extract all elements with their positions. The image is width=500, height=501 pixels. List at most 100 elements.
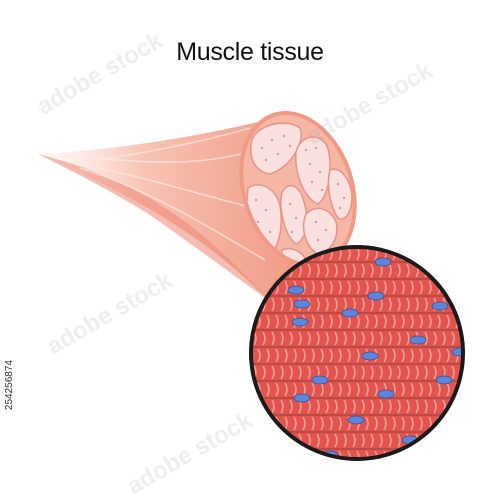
fiber-streaks xyxy=(59,127,266,261)
striation xyxy=(406,263,410,278)
striation xyxy=(383,280,387,295)
striation xyxy=(465,417,467,430)
striation xyxy=(253,297,257,312)
striation xyxy=(280,433,284,448)
striation xyxy=(289,331,293,346)
striation xyxy=(334,433,338,448)
nucleus xyxy=(409,335,427,345)
fascicle xyxy=(302,207,338,255)
striation xyxy=(388,331,392,346)
striation xyxy=(474,451,476,464)
striation xyxy=(365,314,369,329)
striation xyxy=(302,348,306,363)
striation xyxy=(338,314,342,329)
striation xyxy=(271,365,275,380)
striation xyxy=(424,331,428,346)
striation xyxy=(326,468,328,481)
striation xyxy=(356,280,360,295)
striation xyxy=(289,365,293,380)
striation xyxy=(334,399,338,414)
striation xyxy=(299,468,301,481)
striation xyxy=(474,417,476,430)
striation xyxy=(415,365,419,380)
striation xyxy=(329,348,333,363)
striation xyxy=(266,314,270,329)
striation xyxy=(406,331,410,346)
striation xyxy=(325,263,329,278)
striation xyxy=(325,331,329,346)
striation xyxy=(474,383,476,396)
striation xyxy=(419,348,423,363)
striation xyxy=(465,451,467,464)
striation xyxy=(347,382,351,397)
striation xyxy=(329,314,333,329)
striation xyxy=(347,280,351,295)
striation xyxy=(410,249,414,261)
diagram-title: Muscle tissue xyxy=(176,38,324,66)
striation xyxy=(401,450,405,457)
striation xyxy=(361,263,365,278)
striation xyxy=(311,314,315,329)
striation xyxy=(428,280,432,295)
striation xyxy=(361,331,365,346)
striation xyxy=(419,416,423,431)
striation xyxy=(240,281,242,294)
striation xyxy=(325,297,329,312)
striation xyxy=(352,365,356,380)
striation xyxy=(338,249,342,261)
striation xyxy=(257,450,261,457)
striation xyxy=(415,297,419,312)
striation xyxy=(428,314,432,329)
striation xyxy=(470,400,472,413)
striation xyxy=(428,382,432,397)
striation xyxy=(433,331,437,346)
striation xyxy=(298,331,302,346)
striation xyxy=(254,468,256,481)
striation xyxy=(437,382,441,397)
striation xyxy=(365,416,369,431)
striation xyxy=(460,399,461,414)
striation xyxy=(365,280,369,295)
striation xyxy=(388,365,392,380)
striation xyxy=(455,450,459,457)
striation xyxy=(388,263,392,278)
striation xyxy=(428,450,432,457)
striation xyxy=(479,400,481,413)
striation xyxy=(245,298,247,311)
striation xyxy=(284,348,288,363)
striation xyxy=(470,332,472,345)
striation xyxy=(406,297,410,312)
striation xyxy=(455,280,459,295)
striation xyxy=(293,416,297,431)
striation xyxy=(370,365,374,380)
striation xyxy=(271,331,275,346)
striation xyxy=(320,416,324,431)
striation xyxy=(352,433,356,448)
striation xyxy=(257,348,261,363)
striation xyxy=(424,297,428,312)
striation xyxy=(433,263,437,278)
striation xyxy=(353,468,355,481)
striation xyxy=(281,468,283,481)
striation xyxy=(334,365,338,380)
striation xyxy=(455,249,459,261)
striation xyxy=(470,298,472,311)
striation xyxy=(240,383,242,396)
fiber-dots xyxy=(255,135,345,245)
striation xyxy=(389,468,391,481)
striation xyxy=(361,433,365,448)
striation xyxy=(465,349,467,362)
striation xyxy=(249,315,251,328)
nucleus xyxy=(431,301,449,311)
muscle-fiber xyxy=(253,348,461,363)
striation xyxy=(280,297,284,312)
striation xyxy=(425,468,427,481)
striation xyxy=(428,249,432,261)
striation xyxy=(474,349,476,362)
striation xyxy=(474,247,476,260)
striation xyxy=(474,315,476,328)
striation xyxy=(329,416,333,431)
striation xyxy=(374,314,378,329)
striation xyxy=(253,433,257,448)
nucleus xyxy=(341,308,359,318)
